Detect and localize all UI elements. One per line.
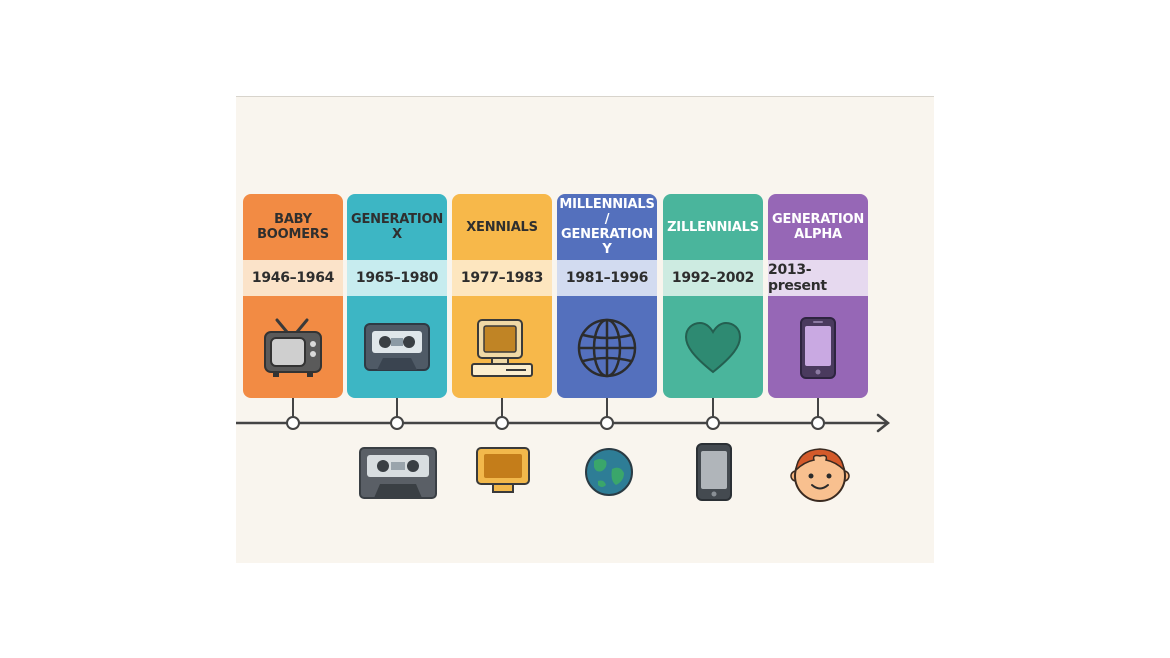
card-title: XENNIALS (466, 219, 538, 235)
card-years: 1965–1980 (347, 260, 447, 296)
smartphone-icon (696, 443, 732, 501)
card-years: 2013-present (768, 260, 868, 296)
card-title: GENERATION ALPHA (771, 212, 864, 242)
card-title: GENERATION X (350, 212, 443, 242)
computer-icon (476, 447, 530, 493)
timeline-panel: BABY BOOMERS 1946–1964 GENERATION X 1965… (236, 96, 934, 563)
phone-icon (768, 298, 868, 398)
globe-icon (585, 448, 633, 496)
timeline-marker (390, 416, 404, 430)
card-millennials: MILLENNIALS / GENERATION Y 1981–1996 (557, 194, 657, 398)
card-title: BABY BOOMERS (257, 212, 329, 242)
heart-icon (663, 298, 763, 398)
timeline-marker (811, 416, 825, 430)
timeline-axis (236, 398, 891, 433)
timeline-marker (286, 416, 300, 430)
card-zillennials: ZILLENNIALS 1992–2002 (663, 194, 763, 398)
card-years: 1981–1996 (557, 260, 657, 296)
card-xennials: XENNIALS 1977–1983 (452, 194, 552, 398)
tv-icon (243, 298, 343, 398)
cassette-icon (347, 298, 447, 398)
timeline-marker (706, 416, 720, 430)
timeline-marker (495, 416, 509, 430)
cassette-icon (359, 447, 437, 499)
card-generation-alpha: GENERATION ALPHA 2013-present (768, 194, 868, 398)
card-title: MILLENNIALS / GENERATION Y (559, 197, 655, 257)
globe-icon (557, 298, 657, 398)
card-years: 1992–2002 (663, 260, 763, 296)
card-title: ZILLENNIALS (667, 219, 759, 235)
card-baby-boomers: BABY BOOMERS 1946–1964 (243, 194, 343, 398)
timeline-marker (600, 416, 614, 430)
child-face-icon (790, 448, 850, 502)
card-years: 1946–1964 (243, 260, 343, 296)
computer-icon (452, 298, 552, 398)
card-years: 1977–1983 (452, 260, 552, 296)
card-generation-x: GENERATION X 1965–1980 (347, 194, 447, 398)
